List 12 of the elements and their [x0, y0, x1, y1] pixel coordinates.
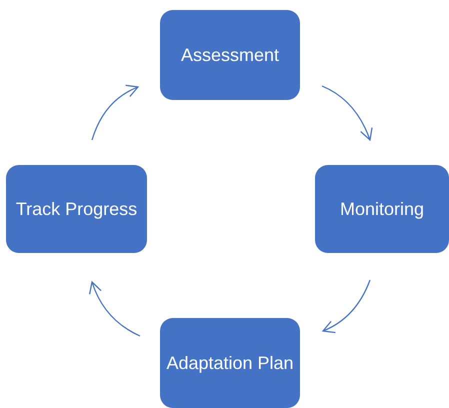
process-box	[315, 165, 449, 253]
curved-arrow	[322, 85, 372, 141]
box-label: Assessment	[180, 44, 280, 67]
curved-arrow	[322, 280, 371, 333]
curved-arrow	[91, 85, 139, 140]
box-label: Adaptation Plan	[166, 352, 294, 375]
box-label: Track Progress	[16, 198, 138, 221]
box-label: Monitoring	[340, 198, 424, 221]
process-box	[160, 318, 300, 408]
process-box	[6, 165, 147, 253]
curved-arrow	[89, 281, 140, 337]
process-box	[160, 10, 300, 100]
